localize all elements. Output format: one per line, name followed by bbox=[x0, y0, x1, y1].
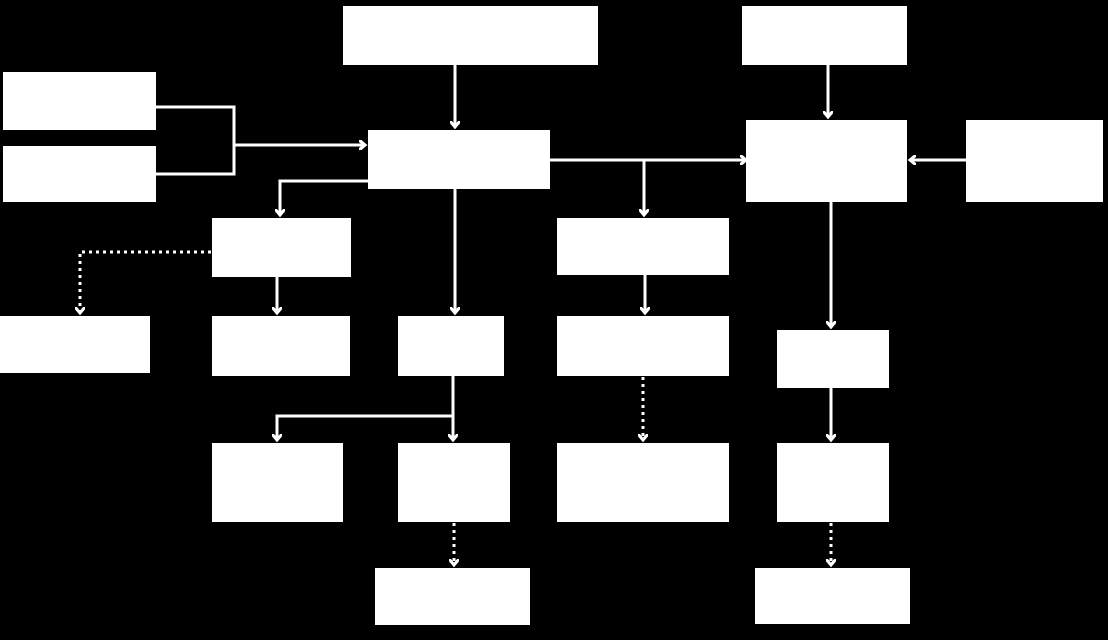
box-center-child bbox=[398, 316, 504, 376]
box-shape bbox=[398, 316, 504, 376]
boxes-layer bbox=[0, 6, 1103, 625]
box-center-right-branch bbox=[557, 218, 729, 275]
box-final-right bbox=[755, 568, 910, 624]
box-far-left-output bbox=[0, 316, 150, 373]
box-shape bbox=[966, 120, 1103, 202]
box-shape bbox=[0, 316, 150, 373]
box-shape bbox=[398, 443, 510, 522]
box-bottom-right bbox=[777, 443, 889, 522]
box-shape bbox=[557, 218, 729, 275]
box-final-center bbox=[375, 568, 530, 625]
box-shape bbox=[557, 443, 729, 522]
connector-central-hub-to-left-branch bbox=[280, 179, 369, 214]
box-left-branch bbox=[212, 218, 351, 277]
box-shape bbox=[212, 218, 351, 277]
box-shape bbox=[368, 130, 550, 189]
box-bottom-center bbox=[398, 443, 510, 522]
box-left-input-upper bbox=[3, 72, 156, 130]
box-shape bbox=[3, 146, 156, 202]
connectors-layer bbox=[80, 64, 967, 564]
box-shape bbox=[746, 120, 907, 202]
box-shape bbox=[343, 6, 598, 65]
box-bottom-center-right bbox=[557, 443, 729, 522]
dotted-arrow bbox=[80, 250, 211, 312]
box-shape bbox=[212, 316, 350, 376]
box-top-right bbox=[742, 6, 907, 65]
box-shape bbox=[212, 443, 343, 522]
box-top-center bbox=[343, 6, 598, 65]
box-shape bbox=[3, 72, 156, 130]
connector-left-branch-to-far-left-output bbox=[80, 250, 211, 312]
connector-left-input-lower-to-central-hub bbox=[155, 145, 364, 176]
box-shape bbox=[755, 568, 910, 624]
box-bottom-left bbox=[212, 443, 343, 522]
box-right-child bbox=[777, 330, 889, 388]
solid-arrow bbox=[155, 145, 364, 176]
box-shape bbox=[557, 316, 729, 376]
box-left-input-lower bbox=[3, 146, 156, 202]
box-far-right-input bbox=[966, 120, 1103, 202]
box-center-right-child bbox=[557, 316, 729, 376]
box-shape bbox=[742, 6, 907, 65]
box-shape bbox=[375, 568, 530, 625]
box-shape bbox=[777, 443, 889, 522]
box-shape bbox=[777, 330, 889, 388]
box-left-branch-child bbox=[212, 316, 350, 376]
box-right-hub bbox=[746, 120, 907, 202]
box-central-hub bbox=[368, 130, 550, 189]
solid-arrow bbox=[280, 179, 369, 214]
